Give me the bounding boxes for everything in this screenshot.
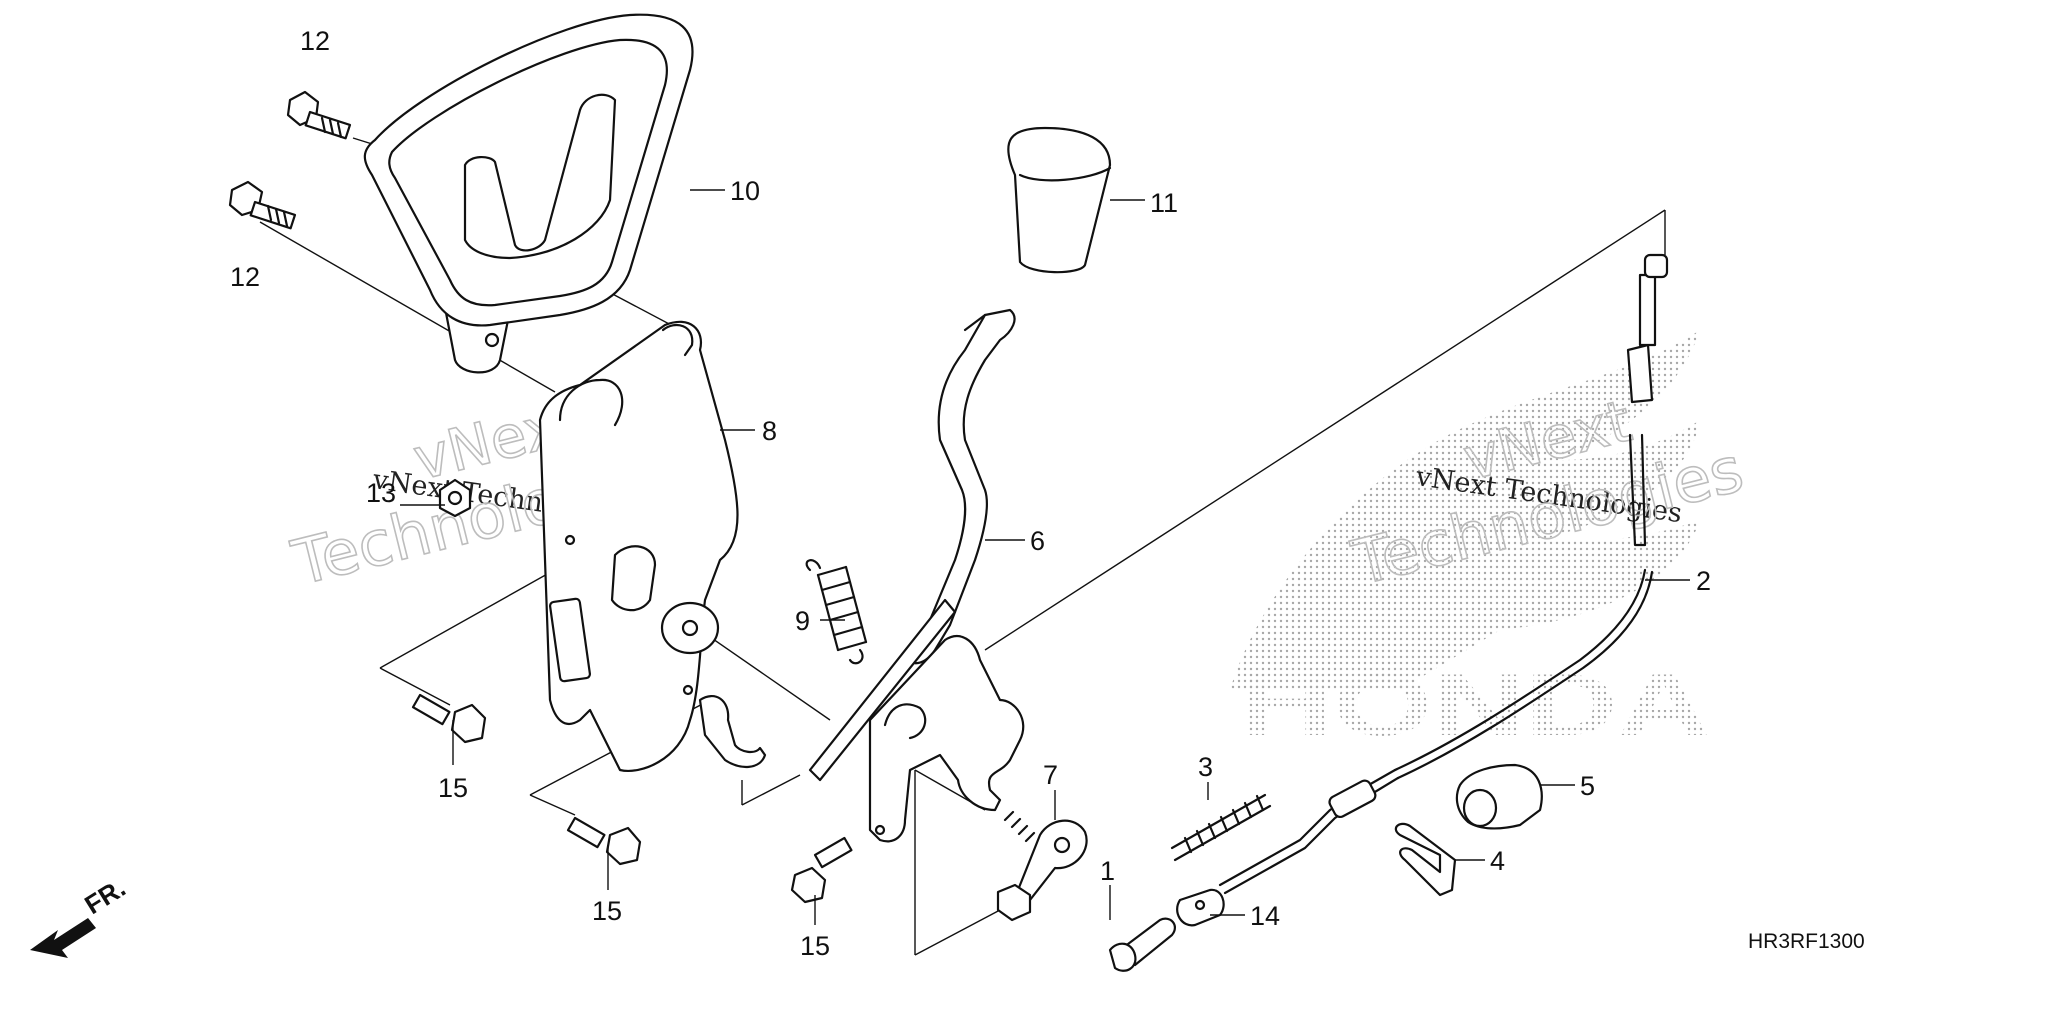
part-9-spring (805, 559, 868, 665)
callout-11: 11 (1150, 188, 1178, 218)
brand-wing-watermark (1230, 330, 1700, 690)
part-13-nut (438, 478, 472, 518)
callout-6: 6 (1030, 526, 1045, 556)
part-15-bolt-b (566, 816, 642, 866)
assembly-lines (259, 137, 1666, 956)
part-3-spring (1170, 793, 1272, 862)
callout-14: 14 (1250, 901, 1280, 931)
front-arrow-icon (30, 918, 96, 958)
callout-2: 2 (1696, 566, 1711, 596)
diagram-code: HR3RF1300 (1748, 930, 1865, 953)
part-4-clip (1394, 822, 1457, 897)
brand-word-watermark: HONDA (1240, 655, 1710, 754)
part-12-bolt-upper (286, 90, 352, 140)
part-11-knob (1007, 126, 1112, 274)
part-1-pin (1108, 917, 1176, 972)
callout-7: 7 (1043, 760, 1058, 790)
part-8-bracket (538, 320, 767, 772)
callout-leaders (400, 189, 1690, 925)
callout-10: 10 (730, 176, 760, 206)
callout-5: 5 (1580, 771, 1595, 801)
part-7-rod-end (996, 810, 1088, 922)
callout-1: 1 (1100, 856, 1115, 886)
callout-3: 3 (1198, 752, 1213, 782)
callout-8: 8 (762, 416, 777, 446)
part-14-collar (1176, 888, 1225, 927)
part-6-shift-lever (808, 308, 1025, 843)
part-15-bolt-c (790, 836, 853, 904)
part-5-boot (1455, 763, 1543, 830)
callout-13: 13 (366, 478, 396, 508)
part-10-cover (363, 13, 694, 374)
callout-4: 4 (1490, 846, 1505, 876)
part-2-cable (1218, 253, 1669, 895)
callout-15-a: 15 (438, 773, 468, 803)
callout-15-c: 15 (800, 931, 830, 961)
part-15-bolt-a (411, 693, 487, 744)
callout-12-lower: 12 (230, 262, 260, 292)
front-label: FR. (79, 872, 130, 920)
callout-15-b: 15 (592, 896, 622, 926)
callout-12-upper: 12 (300, 26, 330, 56)
callout-9: 9 (795, 606, 810, 636)
part-12-bolt-lower (228, 180, 297, 230)
